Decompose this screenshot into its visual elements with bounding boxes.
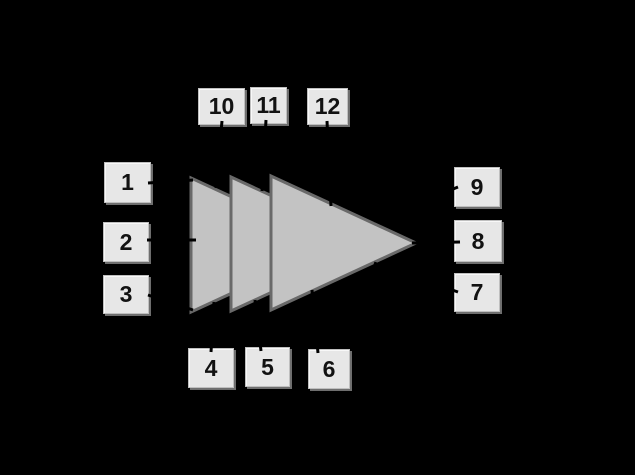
callout-label-11: 11 [250,87,287,124]
callout-label-9: 9 [454,167,500,207]
leader-line-9 [373,185,459,223]
leader-line-5 [253,299,263,352]
callout-label-12: 12 [307,88,348,125]
leader-line-10 [214,120,224,189]
leader-line-1 [147,178,194,185]
leader-line-8 [411,240,461,245]
leader-line-12 [325,120,333,207]
callout-label-3: 3 [103,275,149,314]
callout-label-2: 2 [103,222,149,262]
leader-line-4 [209,301,216,353]
leader-line-11 [260,119,268,192]
leader-line-7 [373,261,459,294]
callout-label-5: 5 [245,347,290,387]
leader-line-6 [310,289,320,354]
triangle-middle [229,174,380,314]
callout-label-8: 8 [454,220,502,262]
callout-label-4: 4 [188,348,234,388]
callout-label-7: 7 [454,273,500,312]
callout-label-6: 6 [308,349,350,389]
callout-label-1: 1 [104,162,151,203]
callout-label-10: 10 [198,88,245,125]
triangle-front [269,173,420,313]
triangle-back [189,175,340,315]
leader-line-3 [147,293,194,312]
